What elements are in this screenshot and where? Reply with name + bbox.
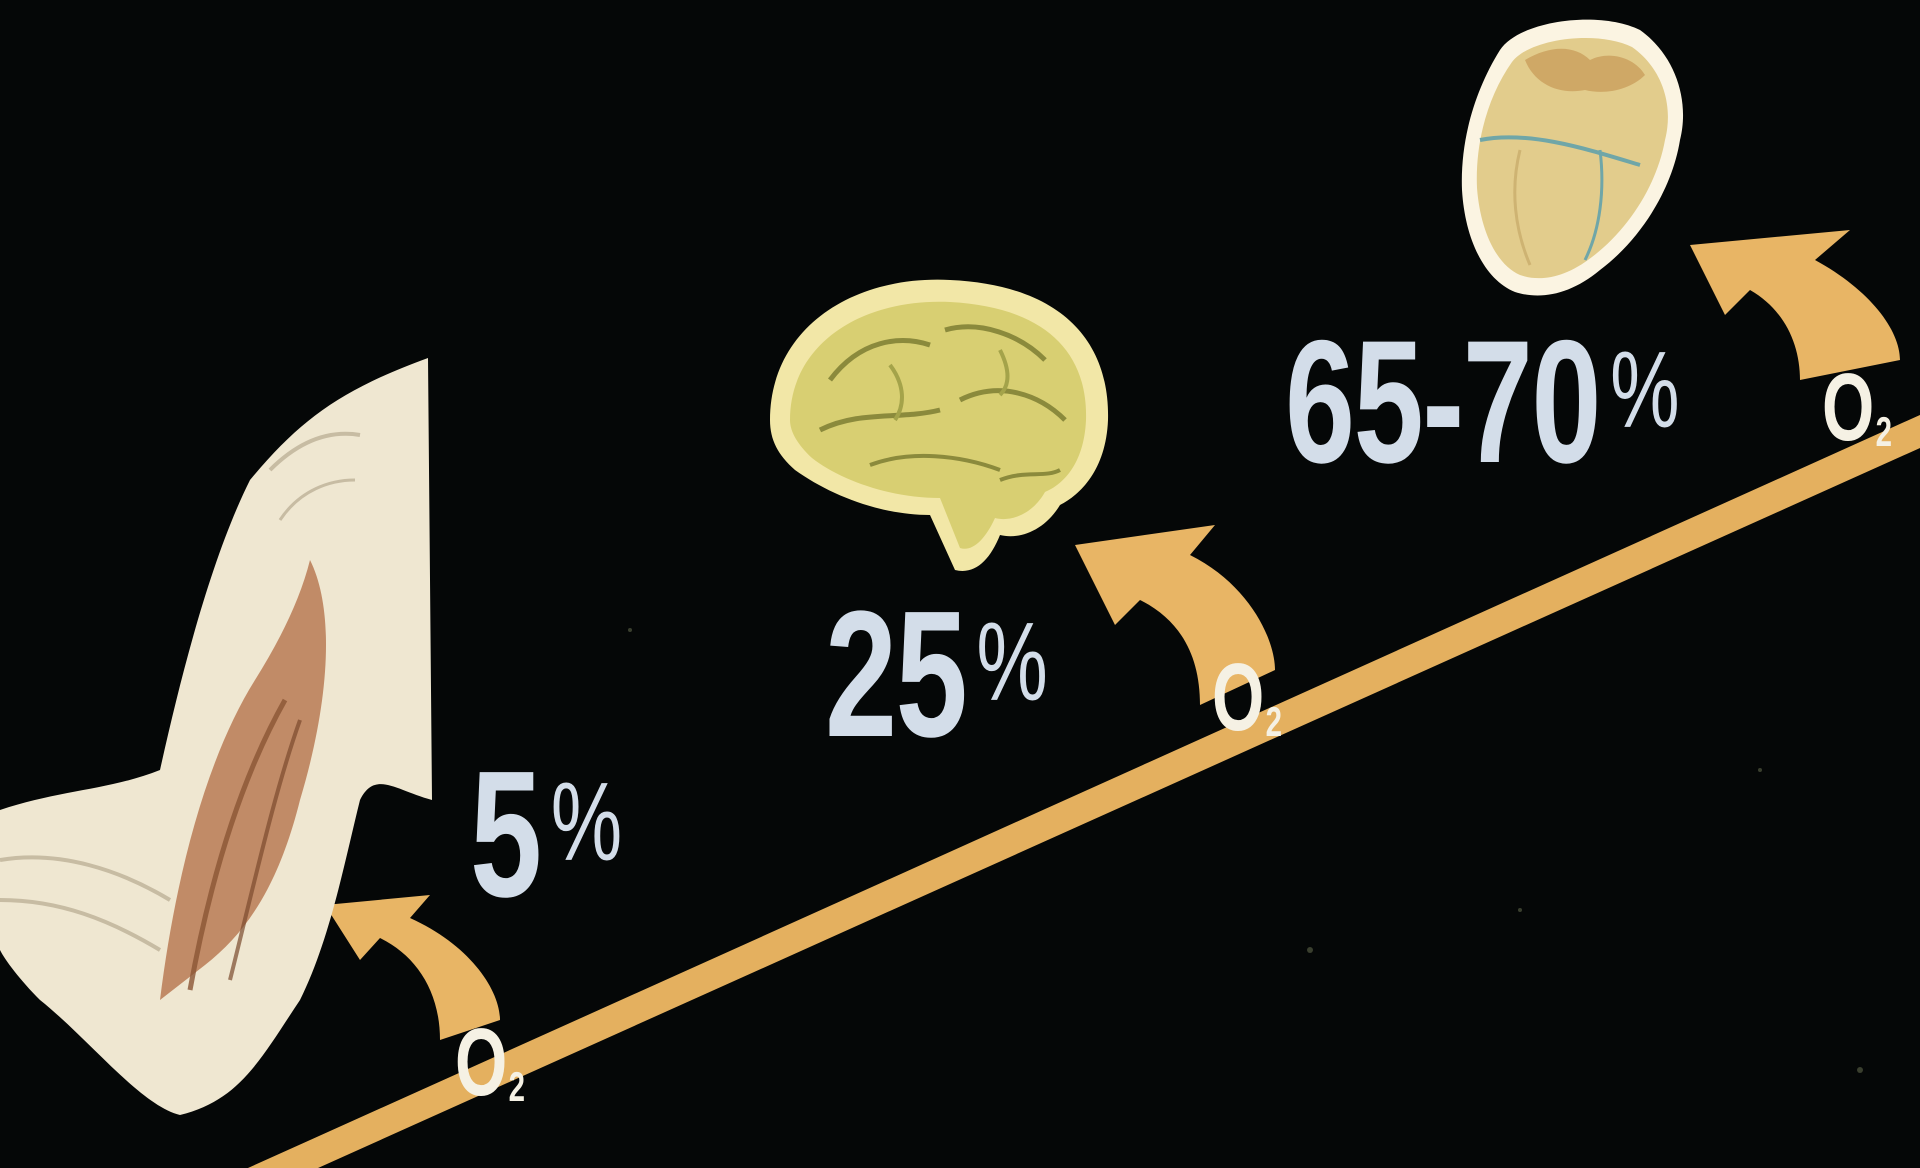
muscle-arm-icon <box>0 358 432 1115</box>
branch-arrow-brain <box>1075 525 1275 705</box>
heart-icon <box>1461 19 1684 296</box>
oxygen-subscript: 2 <box>1265 698 1283 746</box>
oxygen-label-heart: O2 <box>1822 360 1892 456</box>
oxygen-subscript: 2 <box>1875 408 1893 456</box>
brain-icon <box>770 279 1109 571</box>
oxygen-label-brain: O2 <box>1212 650 1282 746</box>
heart-percent-label: 65-70% <box>1285 315 1680 490</box>
background-specks <box>628 628 1863 1073</box>
oxygen-subscript: 2 <box>508 1063 526 1111</box>
heart-percent-symbol: % <box>1610 329 1680 451</box>
branch-arrow-muscle <box>325 895 500 1040</box>
brain-percent-label: 25% <box>825 585 1048 765</box>
muscle-percent-symbol: % <box>550 759 623 885</box>
brain-percent-value: 25 <box>825 574 968 775</box>
oxygen-label-muscle: O2 <box>455 1015 525 1111</box>
oxygen-symbol: O <box>1212 644 1265 751</box>
muscle-percent-label: 5% <box>470 745 622 925</box>
oxygen-arrow-band <box>248 415 1920 1168</box>
oxygen-symbol: O <box>1822 354 1875 461</box>
brain-percent-symbol: % <box>976 599 1048 725</box>
muscle-percent-value: 5 <box>470 734 542 935</box>
heart-percent-value: 65-70 <box>1285 305 1602 500</box>
oxygen-symbol: O <box>455 1009 508 1116</box>
branch-arrow-heart <box>1690 230 1900 380</box>
